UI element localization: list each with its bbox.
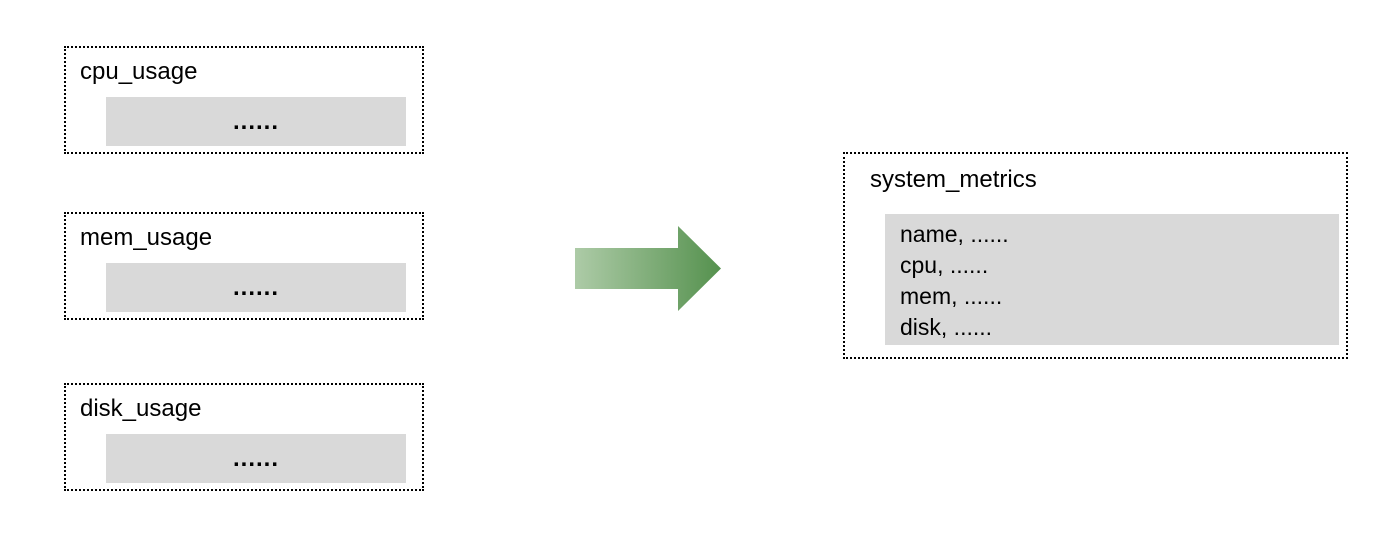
table-body-placeholder: ...... <box>106 263 406 312</box>
table-title: disk_usage <box>80 395 202 422</box>
source-table-cpu-usage: cpu_usage ...... <box>64 46 424 154</box>
table-row: cpu, ...... <box>900 252 989 278</box>
table-body-placeholder: ...... <box>106 434 406 483</box>
source-table-mem-usage: mem_usage ...... <box>64 212 424 320</box>
table-body: name, ...... cpu, ...... mem, ...... dis… <box>885 214 1339 345</box>
ellipsis-text: ...... <box>232 273 279 301</box>
table-row: mem, ...... <box>900 283 1003 309</box>
ellipsis-text: ...... <box>232 444 279 472</box>
result-table-system-metrics: system_metrics name, ...... cpu, ...... … <box>843 152 1348 359</box>
ellipsis-text: ...... <box>232 107 279 135</box>
table-title: cpu_usage <box>80 58 198 85</box>
right-arrow-icon <box>575 226 721 311</box>
source-table-disk-usage: disk_usage ...... <box>64 383 424 491</box>
table-title: mem_usage <box>80 224 213 251</box>
table-row: disk, ...... <box>900 314 993 340</box>
table-title: system_metrics <box>870 166 1037 193</box>
table-body-placeholder: ...... <box>106 97 406 146</box>
table-row: name, ...... <box>900 221 1009 247</box>
